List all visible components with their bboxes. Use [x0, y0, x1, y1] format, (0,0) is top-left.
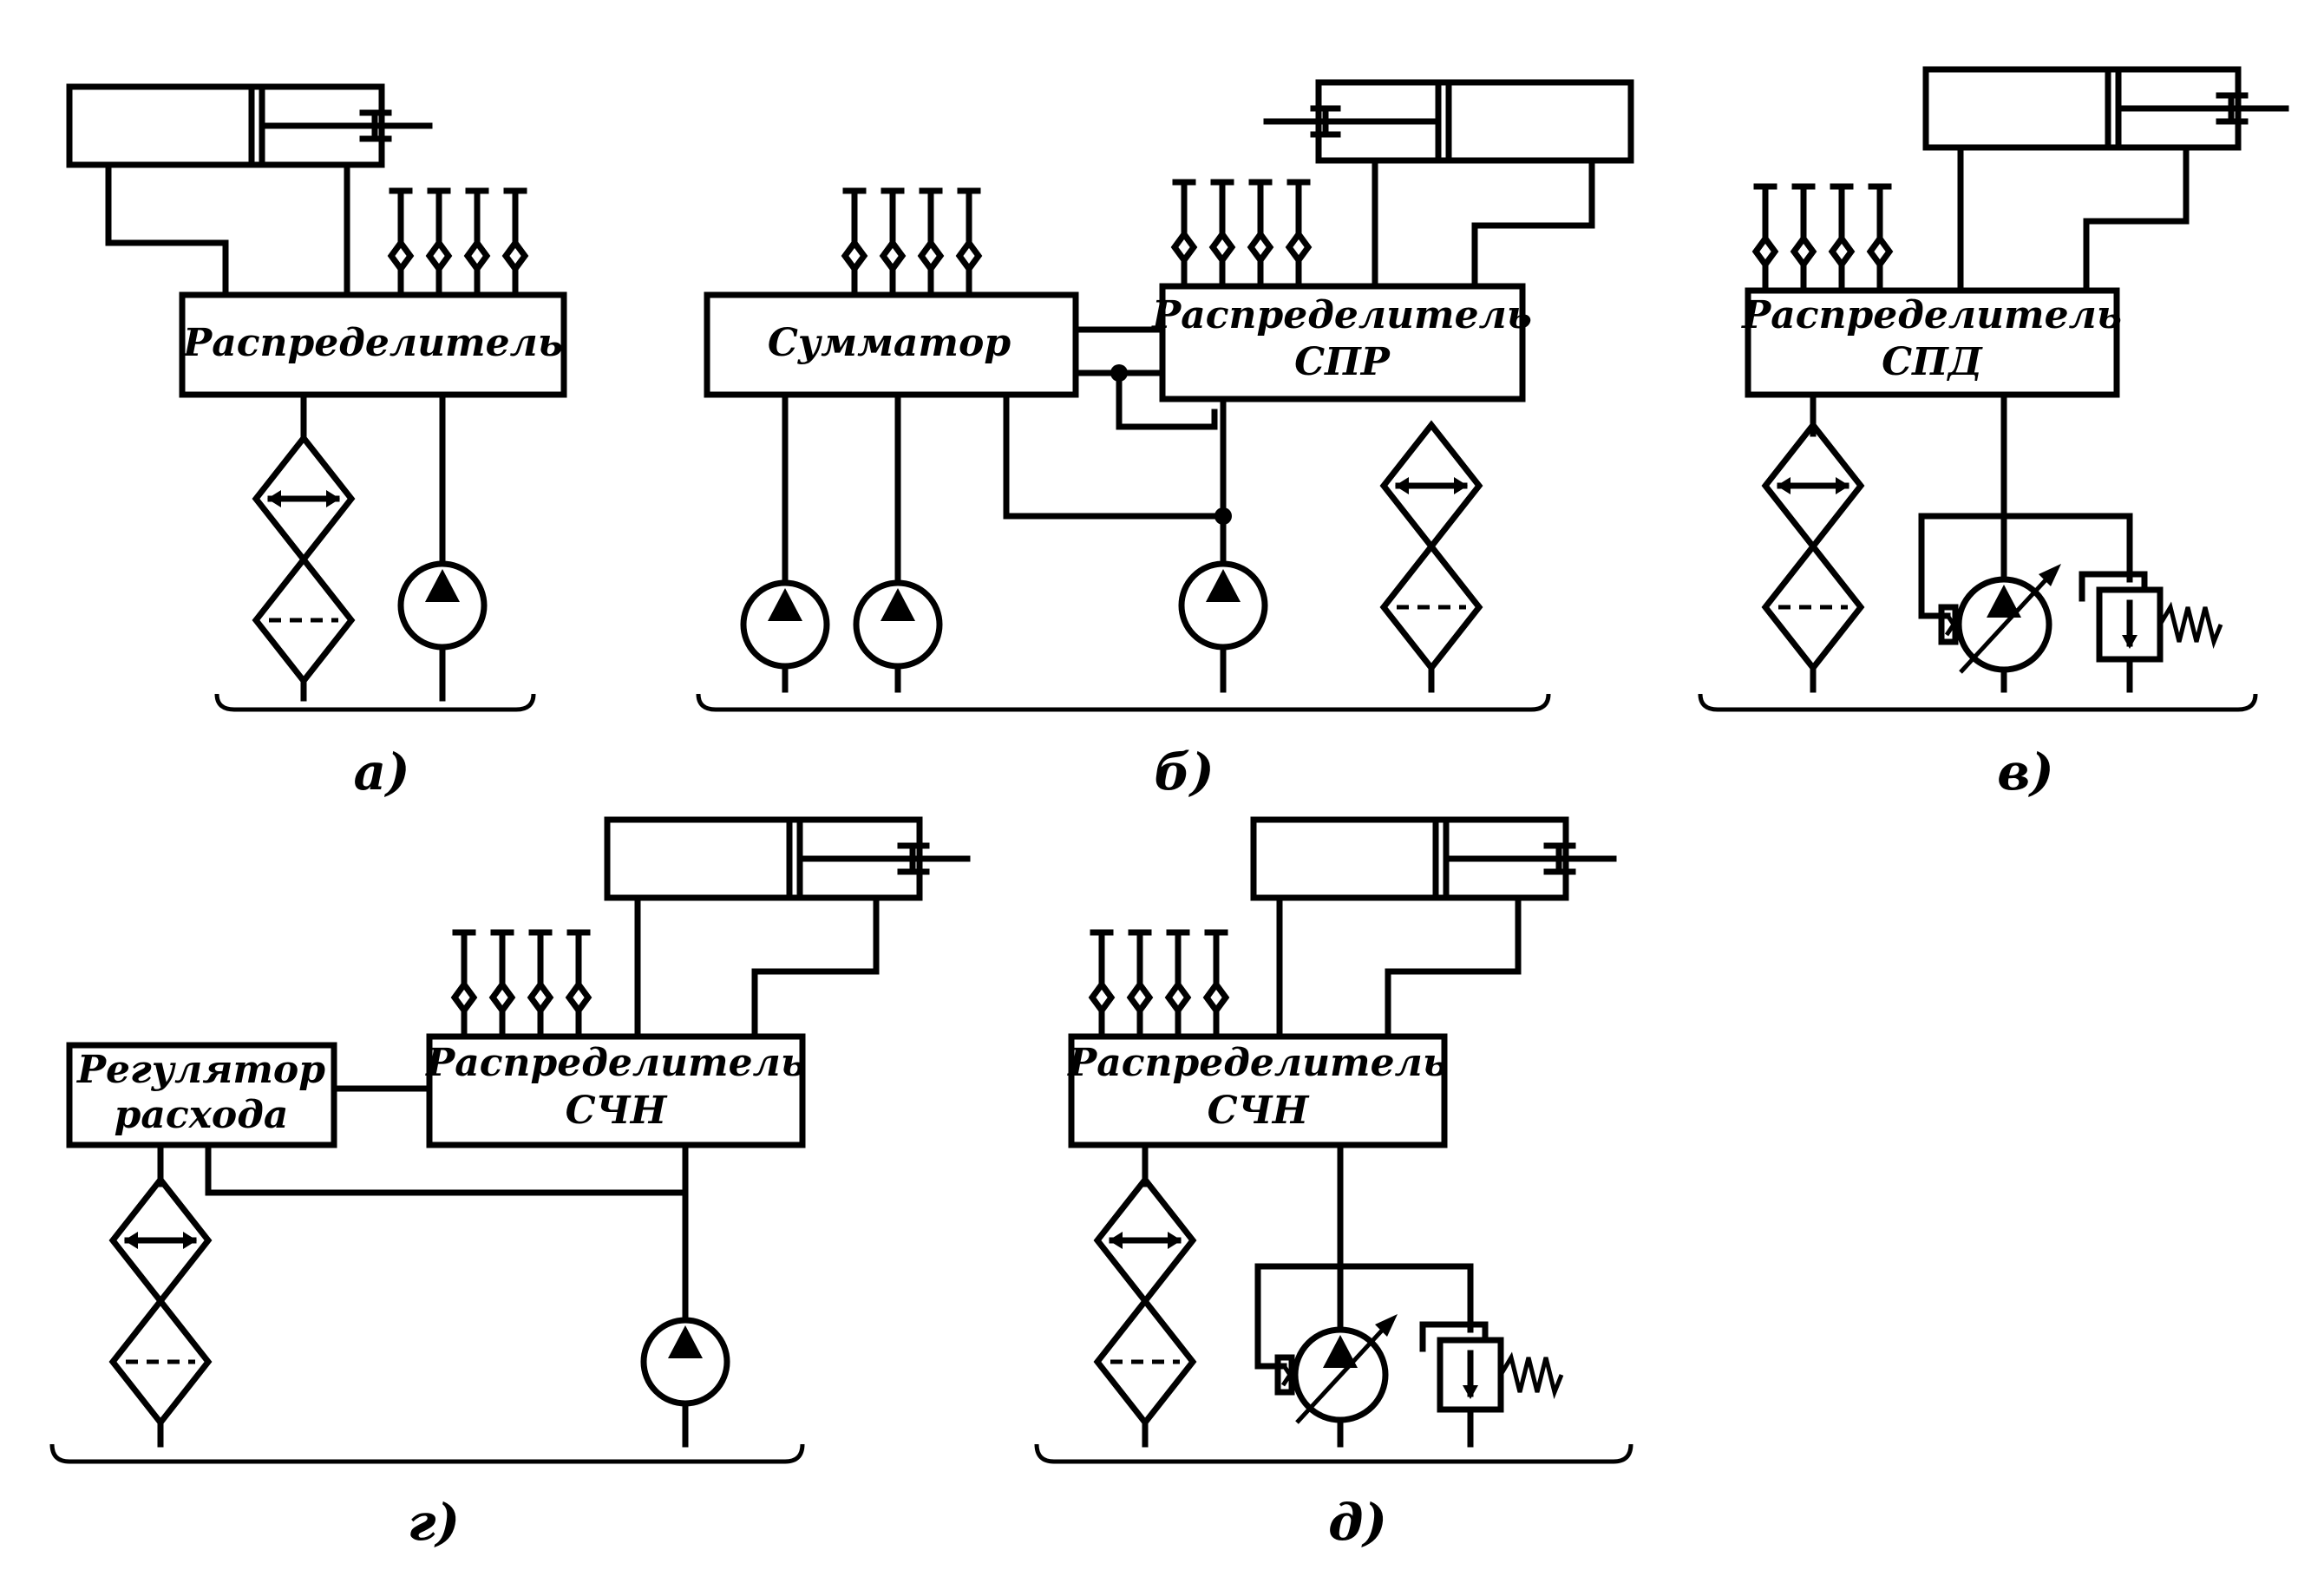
filter-icon — [256, 559, 351, 681]
cylinder — [607, 820, 967, 898]
filter-icon — [1384, 546, 1479, 668]
distributor-box — [1745, 287, 2120, 398]
distributor-sub-label: СЧН — [1208, 1089, 1310, 1133]
tank-line — [696, 693, 1551, 712]
distributor-box — [1068, 1033, 1448, 1148]
outlet-stubs — [391, 191, 525, 295]
regulator-label-line1: Регулятор — [75, 1048, 325, 1092]
outlet-stubs — [1092, 932, 1226, 1037]
distributor-sub-label: СПР — [1294, 340, 1391, 384]
filter-icon — [1765, 546, 1861, 668]
distributor-label: Распределитель — [1066, 1041, 1448, 1085]
outlet-stubs-summator — [845, 191, 979, 295]
distributor-label: Распределитель — [1740, 293, 2122, 337]
relief-valve-icon — [2082, 574, 2221, 659]
filter-icon — [1097, 1301, 1193, 1423]
distributor-label: Распределитель — [1150, 293, 1532, 337]
caption: д) — [1328, 1493, 1387, 1552]
cylinder — [1267, 82, 1631, 160]
cooler-icon — [1097, 1180, 1193, 1301]
cooler-icon — [1765, 425, 1861, 546]
pump-icon — [644, 1320, 727, 1403]
pump-icon — [401, 564, 484, 647]
tank-line — [1698, 693, 2258, 712]
cooler-icon — [256, 438, 351, 559]
cylinder — [1926, 69, 2286, 147]
tank-line — [1034, 1443, 1633, 1464]
diagram-d: Распределитель СЧН д) — [1034, 820, 1633, 1552]
diagram-g: Регулятор расхода Распределитель СЧН г) — [49, 820, 967, 1552]
caption: в) — [1997, 742, 2054, 801]
cooler-icon — [1384, 425, 1479, 546]
cylinder — [69, 87, 429, 165]
variable-pump-icon — [1941, 564, 2061, 672]
distributor-sub-label: СПД — [1882, 340, 1983, 384]
tank-line — [49, 1443, 805, 1464]
distributor-box — [1159, 283, 1526, 402]
diagram-v: Распределитель СПД в) — [1698, 69, 2286, 801]
caption: а) — [353, 742, 409, 801]
regulator-box — [66, 1042, 337, 1148]
caption: г) — [408, 1493, 460, 1552]
caption: б) — [1154, 742, 1214, 801]
pump-icon-3 — [1182, 564, 1265, 647]
cooler-icon — [113, 1180, 208, 1301]
distributor-label: Распределитель — [181, 321, 563, 365]
diagram-a: Распределитель а) — [69, 87, 567, 801]
outlet-stubs — [455, 932, 588, 1037]
outlet-stubs — [1756, 186, 1889, 291]
variable-pump-icon — [1278, 1314, 1398, 1423]
pump-icon-2 — [856, 583, 939, 666]
distributor-box — [179, 291, 567, 398]
regulator-label-line2: расхода — [115, 1093, 289, 1137]
distributor-label: Распределитель — [424, 1041, 806, 1085]
outlet-stubs-distributor — [1175, 182, 1308, 286]
relief-valve-icon — [1423, 1325, 1561, 1410]
cylinder — [1254, 820, 1614, 898]
filter-icon — [113, 1301, 208, 1423]
diagram-b: Сумматор Распределитель СПР б) — [696, 82, 1631, 801]
pump-icon-1 — [743, 583, 827, 666]
summator-label: Сумматор — [768, 321, 1011, 365]
tank-line — [214, 693, 536, 712]
distributor-sub-label: СЧН — [566, 1089, 668, 1133]
